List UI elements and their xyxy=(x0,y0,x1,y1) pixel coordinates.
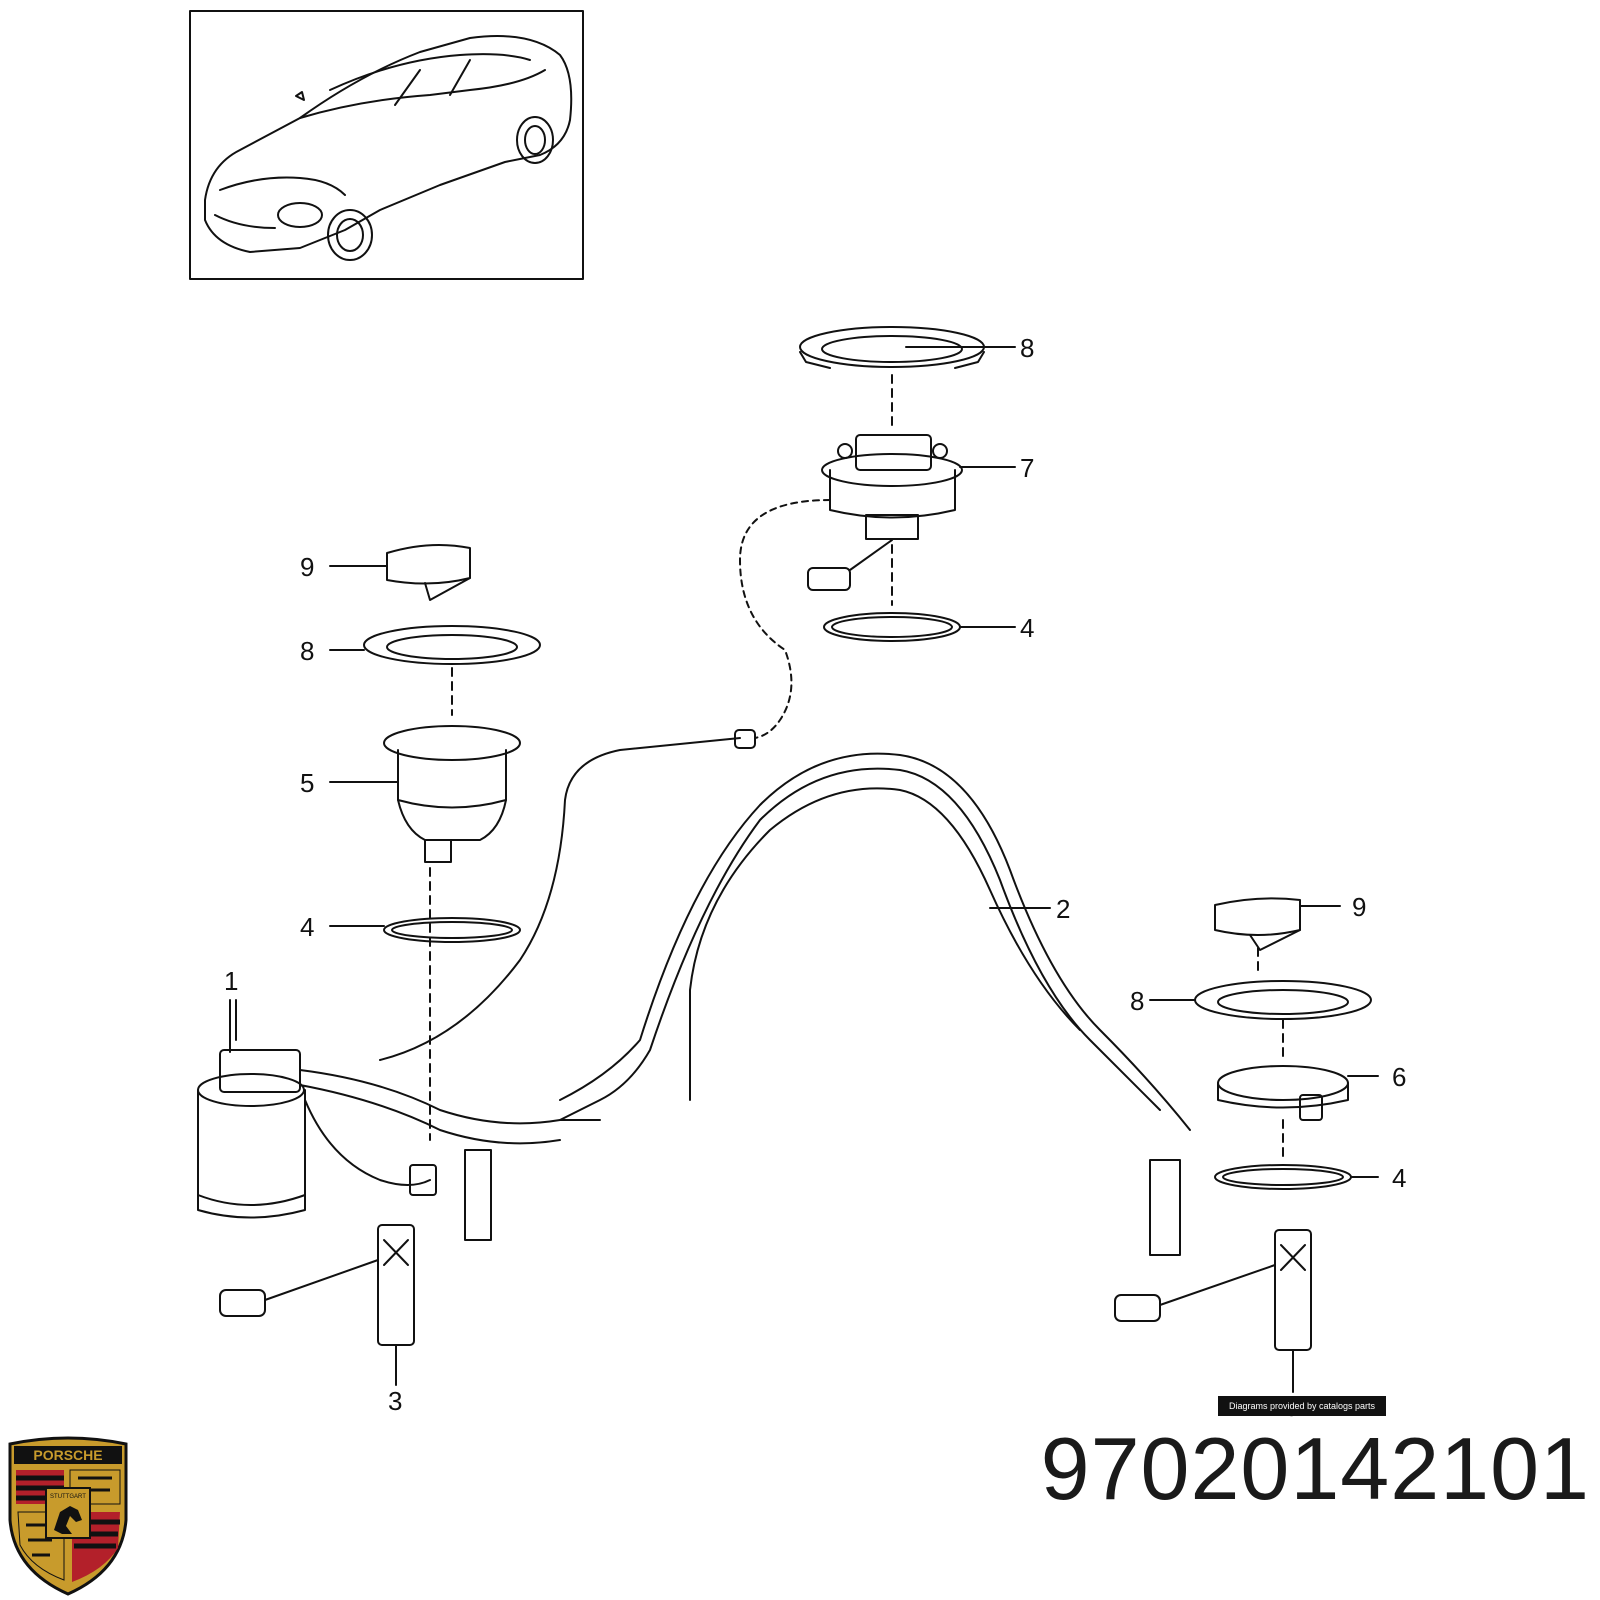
callout-3-left: 3 xyxy=(388,1386,402,1416)
level-sender-left xyxy=(219,1224,415,1386)
callout-7: 7 xyxy=(1020,453,1034,483)
callout-2: 2 xyxy=(1056,894,1070,924)
vehicle-thumbnail xyxy=(189,10,584,280)
top-right-assembly xyxy=(739,326,1016,739)
right-assembly xyxy=(1149,897,1379,1190)
level-sender-right xyxy=(1114,1229,1312,1393)
callout-5: 5 xyxy=(300,768,314,798)
canister-assembly xyxy=(197,729,1191,1256)
callout-8-right: 8 xyxy=(1130,986,1144,1016)
svg-text:PORSCHE: PORSCHE xyxy=(33,1447,102,1463)
callout-6: 6 xyxy=(1392,1062,1406,1092)
porsche-crest-logo: PORSCHE STUTTGART xyxy=(8,1436,128,1596)
left-assembly xyxy=(329,543,541,1141)
callout-8-left: 8 xyxy=(300,636,314,666)
diagram-credit: Diagrams provided by catalogs parts xyxy=(1218,1396,1386,1416)
callout-4-top: 4 xyxy=(1020,613,1034,643)
callout-4-left: 4 xyxy=(300,912,314,942)
callout-9-left: 9 xyxy=(300,552,314,582)
part-number: 97020142101 xyxy=(1040,1419,1590,1518)
callout-4-right: 4 xyxy=(1392,1163,1406,1193)
callout-8-top: 8 xyxy=(1020,333,1034,363)
callout-9-right: 9 xyxy=(1352,892,1366,922)
callout-1: 1 xyxy=(224,966,238,996)
svg-text:STUTTGART: STUTTGART xyxy=(50,1494,86,1500)
